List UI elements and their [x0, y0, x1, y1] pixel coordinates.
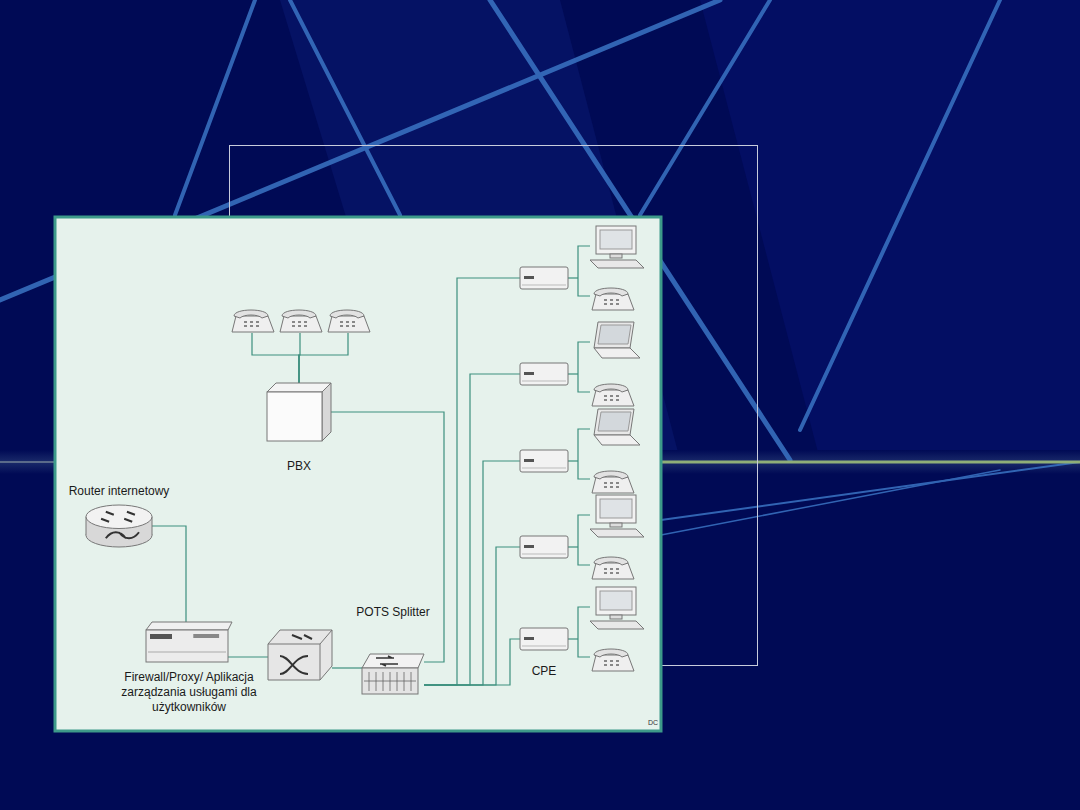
- label-holder: CPE: [532, 664, 557, 679]
- desktop-computer: [590, 587, 644, 629]
- label-holder: POTS Splitter: [356, 605, 429, 620]
- firewall-device-icon: [146, 622, 232, 662]
- device-label: CPE: [532, 664, 557, 679]
- desk-phone: [592, 471, 634, 493]
- label-holder: Firewall/Proxy/ Aplikacja zarządzania us…: [109, 670, 269, 715]
- label-holder: PBX: [287, 459, 311, 474]
- desktop-computer: [590, 226, 644, 268]
- device-label: POTS Splitter: [356, 605, 429, 620]
- desk-phone: [328, 310, 370, 332]
- device-label: Router internetowy: [69, 484, 170, 499]
- firewall-device: Firewall/Proxy/ Aplikacja zarządzania us…: [146, 622, 232, 662]
- desktop-computer: [590, 495, 644, 537]
- connector-line: [331, 412, 444, 662]
- desk-phone: [592, 288, 634, 310]
- laptop: [594, 322, 640, 358]
- label-holder: Router internetowy: [69, 484, 170, 499]
- device-label: PBX: [287, 459, 311, 474]
- connector-line: [424, 639, 520, 685]
- desk-phone: [592, 557, 634, 579]
- cpe-modem: [520, 363, 568, 385]
- desk-phone: [592, 384, 634, 406]
- credit-mark: DC: [648, 719, 658, 727]
- pots-splitter: POTS Splitter: [362, 654, 424, 694]
- device-label: Firewall/Proxy/ Aplikacja zarządzania us…: [109, 670, 269, 715]
- network-illustration: [228, 226, 644, 685]
- cpe-modem: [520, 450, 568, 472]
- desk-phone: [232, 310, 274, 332]
- laptop: [594, 409, 640, 445]
- internet-router: Router internetowy: [86, 505, 152, 547]
- cpe-modem: CPE: [520, 628, 568, 650]
- pbx-box: PBX: [267, 383, 331, 441]
- internet-router-icon: [86, 505, 152, 547]
- cpe-modem-icon: [520, 628, 568, 650]
- pots-splitter-icon: [362, 654, 424, 694]
- cpe-modem: [520, 536, 568, 558]
- desk-phone: [280, 310, 322, 332]
- pbx-box-icon: [267, 383, 331, 441]
- connector-line: [152, 526, 186, 622]
- cpe-modem: [520, 267, 568, 289]
- desk-phone: [592, 649, 634, 671]
- network-switch: [268, 630, 332, 680]
